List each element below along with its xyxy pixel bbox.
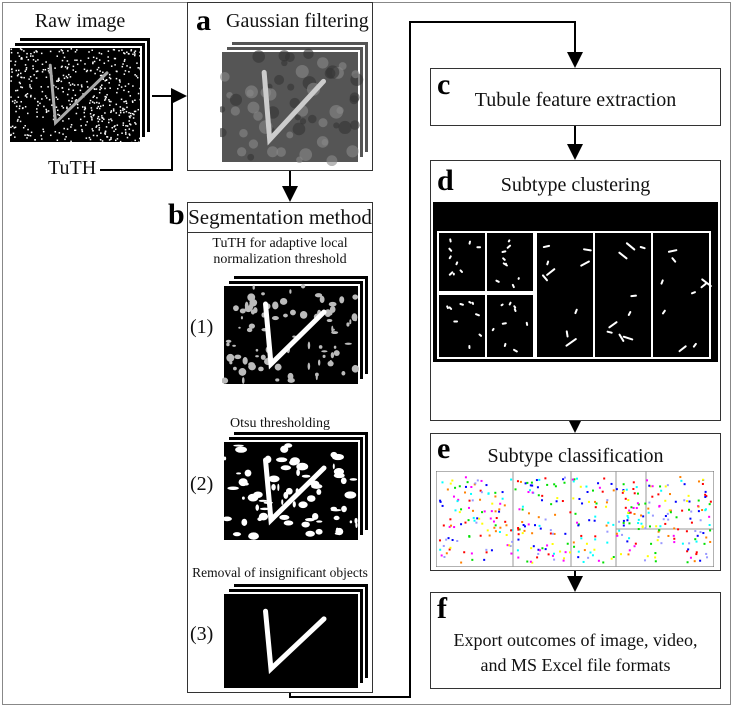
tuth-label: TuTH [48, 157, 97, 179]
panel-letter-f: f [437, 592, 447, 625]
export-title: Export outcomes of image, video, and MS E… [430, 628, 721, 678]
feature-extraction-title: Tubule feature extraction [474, 89, 677, 111]
local-normalization-image-stack [222, 274, 370, 386]
line-tuth-to-a [100, 96, 173, 171]
step2-number: (2) [190, 473, 214, 495]
step1-caption-line1: TuTH for adaptive local [212, 236, 348, 251]
export-box [430, 592, 721, 689]
subtype-clustering-title: Subtype clustering [500, 174, 651, 196]
step2-caption: Otsu thresholding [230, 416, 330, 431]
gaussian-image-stack [220, 40, 370, 166]
panel-letter-b: b [168, 198, 185, 231]
subtype-classification-title: Subtype classification [487, 445, 664, 467]
step3-caption: Removal of insignificant objects [192, 565, 368, 580]
cluster-panel [433, 202, 718, 362]
otsu-image-stack [222, 430, 370, 542]
panel-letter-d: d [437, 164, 454, 197]
segmentation-header-divider [187, 232, 373, 233]
export-title-line1: Export outcomes of image, video, [453, 630, 698, 650]
cleaned-image-stack [222, 582, 370, 690]
raw-image-label: Raw image [34, 10, 126, 32]
gaussian-filtering-title: Gaussian filtering [226, 10, 369, 32]
step1-caption-line2: normalization threshold [213, 252, 347, 267]
step3-number: (3) [190, 623, 214, 645]
panel-letter-e: e [437, 432, 451, 465]
feature-extraction-box [430, 68, 721, 126]
classification-panel [436, 471, 714, 567]
segmentation-method-title: Segmentation method [188, 205, 372, 229]
arrow-b-to-c [289, 21, 583, 698]
panel-letter-a: a [196, 4, 211, 37]
raw-image-stack [8, 36, 152, 144]
step1-number: (1) [190, 316, 214, 338]
export-title-line2: and MS Excel file formats [480, 655, 671, 675]
panel-letter-c: c [437, 68, 451, 101]
